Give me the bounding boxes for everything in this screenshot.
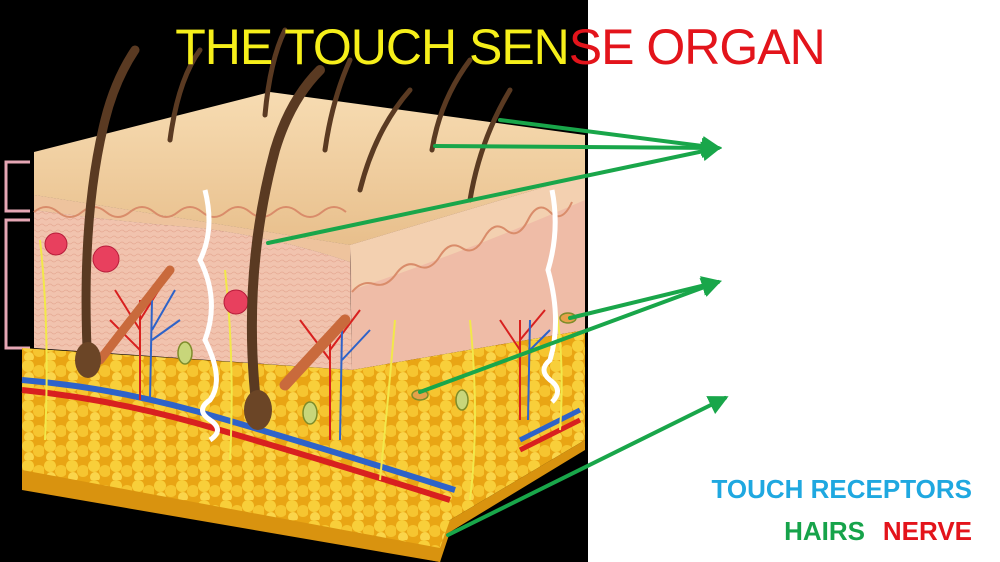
artery-vessel xyxy=(21,387,451,503)
arrow-hairs-1 xyxy=(498,118,722,156)
epidermis-bracket xyxy=(4,160,30,213)
touch-receptors-label: TOUCH RECEPTORS xyxy=(711,474,972,504)
hairs-label: HAIRS xyxy=(784,516,865,546)
title-part-red: SE ORGAN xyxy=(568,19,826,75)
arrow-hairs-3 xyxy=(266,141,722,245)
arrow-receptors-2 xyxy=(418,278,722,394)
arrow-receptors-1 xyxy=(568,276,722,320)
dermis-bracket xyxy=(4,218,30,350)
hair-strands xyxy=(81,27,513,425)
page-title: THE TOUCH SENSE ORGAN xyxy=(0,18,1000,76)
sweat-gland xyxy=(197,189,560,443)
sebaceous-glands xyxy=(44,232,249,315)
skin-cross-section xyxy=(21,27,585,562)
nerve-label: NERVE xyxy=(882,516,972,546)
arrow-nerve xyxy=(446,396,729,537)
title-part-yellow: THE TOUCH SEN xyxy=(175,19,570,75)
pointer-arrows xyxy=(266,118,729,537)
layer-brackets xyxy=(4,160,30,350)
arrow-hairs-2 xyxy=(433,137,722,158)
